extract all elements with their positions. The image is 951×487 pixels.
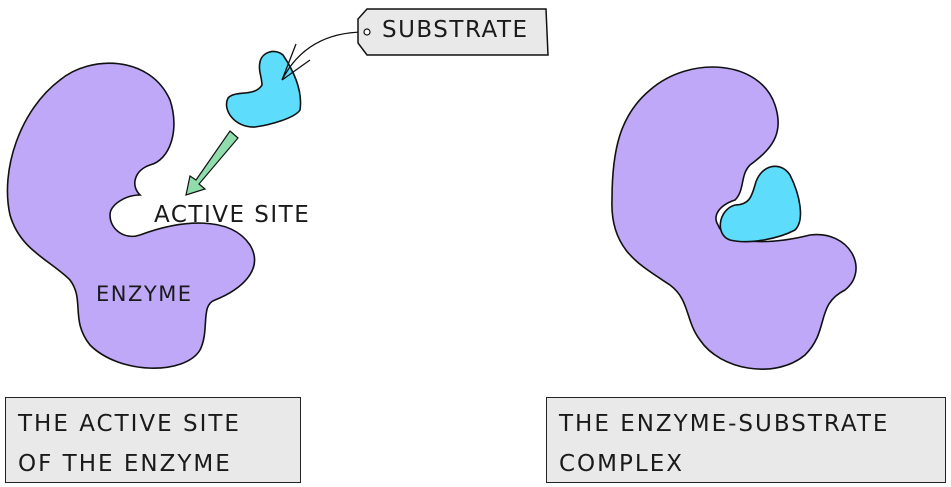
caption-line: THE ACTIVE SITE xyxy=(18,411,241,437)
enzyme-label: ENZYME xyxy=(96,282,193,306)
caption-line: OF THE ENZYME xyxy=(18,451,232,477)
active-site-label: ACTIVE SITE xyxy=(154,202,311,228)
enzyme-shape xyxy=(6,62,256,369)
tag-shape xyxy=(357,8,549,56)
caption-complex: THE ENZYME-SUBSTRATE COMPLEX xyxy=(546,397,946,483)
caption-active-site: THE ACTIVE SITE OF THE ENZYME xyxy=(5,397,301,483)
tag-hole xyxy=(363,28,371,36)
enzyme-complex-shape xyxy=(611,66,857,370)
bound-substrate-shape xyxy=(719,165,802,243)
caption-line: THE ENZYME-SUBSTRATE xyxy=(559,411,890,437)
caption-line: COMPLEX xyxy=(559,451,684,477)
substrate-shape xyxy=(225,50,302,128)
substrate-label: SUBSTRATE xyxy=(382,17,529,43)
green-arrow-icon xyxy=(185,130,239,196)
pointer-line xyxy=(281,31,366,81)
